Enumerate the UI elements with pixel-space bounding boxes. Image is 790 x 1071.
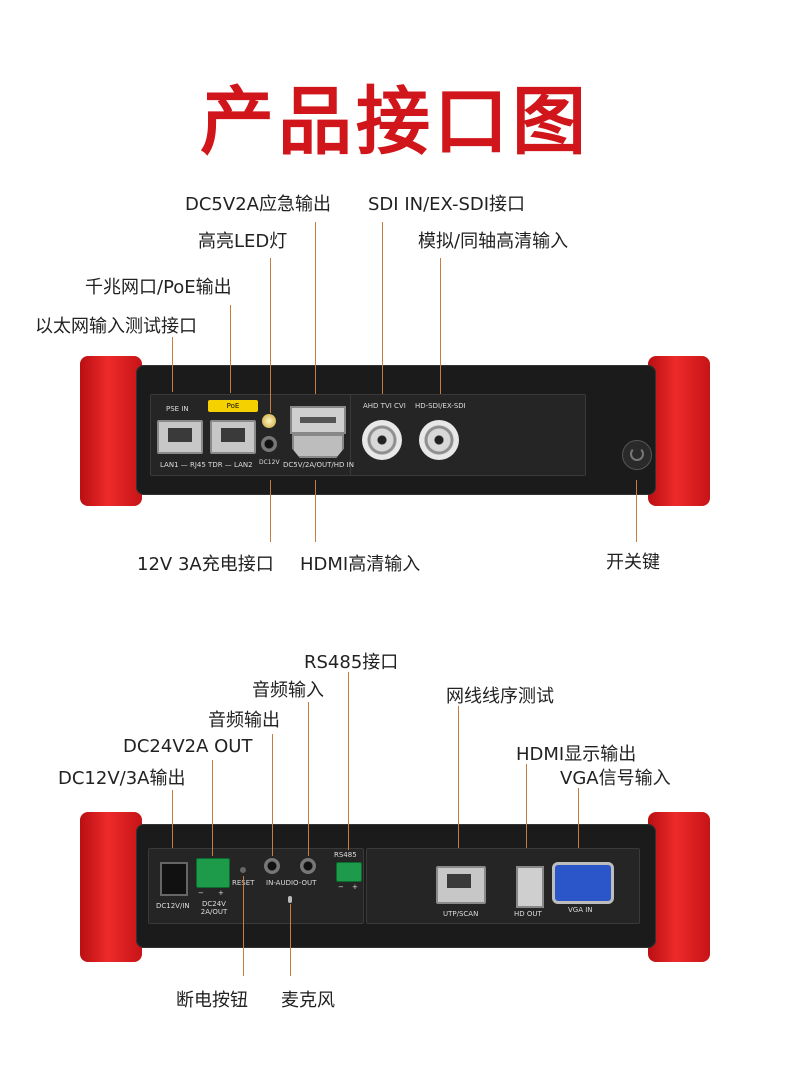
utp-scan-port[interactable]: [436, 866, 486, 904]
left-grip: [80, 356, 142, 506]
line-mic: [290, 904, 291, 976]
line-audio-out: [272, 734, 273, 856]
line-led: [270, 258, 271, 413]
rs485-minus: −: [338, 883, 344, 891]
callout-power: 开关键: [606, 552, 660, 573]
line-dc24v: [212, 760, 213, 856]
line-dc5v2a: [315, 222, 316, 394]
callout-mic: 麦克风: [281, 990, 335, 1011]
line-hdmi-out: [526, 764, 527, 848]
dc24v-plus: +: [218, 889, 224, 897]
callout-led: 高亮LED灯: [198, 231, 288, 252]
line-hd-coax: [440, 258, 441, 394]
right-grip-bottom: [648, 812, 710, 962]
callout-cable-test: 网线线序测试: [446, 686, 554, 707]
power-icon: [630, 447, 644, 461]
hd-out-label: HD OUT: [514, 910, 542, 918]
hd-out-port[interactable]: [516, 866, 544, 908]
callout-hdmi-out: HDMI显示输出: [516, 744, 637, 765]
callout-audio-out: 音频输出: [208, 710, 280, 731]
dc12v-in-label: DC12V/IN: [156, 902, 190, 910]
callout-vga-in: VGA信号输入: [560, 768, 671, 789]
line-power: [636, 480, 637, 542]
line-rs485: [348, 672, 349, 850]
bnc-sdi-port[interactable]: [419, 420, 459, 460]
lan1-port[interactable]: [157, 420, 203, 454]
audio-label: IN-AUDIO-OUT: [266, 879, 317, 887]
top-device: PSE IN PoE LAN1 — RJ45 TDR — LAN2 DC12V …: [80, 356, 710, 506]
reset-button[interactable]: [240, 867, 246, 873]
page-title: 产品接口图: [200, 79, 590, 165]
dc12v-label: DC12V: [259, 459, 280, 466]
line-charge: [270, 480, 271, 542]
mic-icon: [288, 896, 292, 903]
callout-ethernet: 以太网输入测试接口: [35, 316, 197, 337]
right-grip: [648, 356, 710, 506]
bnc-ahd-port[interactable]: [362, 420, 402, 460]
poe-label: PoE: [226, 402, 240, 410]
callout-hd-coax: 模拟/同轴高清输入: [418, 231, 569, 252]
rs485-terminal[interactable]: [336, 862, 362, 882]
line-ethernet: [172, 337, 173, 392]
vga-label: VGA IN: [568, 906, 593, 914]
line-dc12v-out: [172, 790, 173, 848]
line-audio-in: [308, 702, 309, 856]
rs485-label: RS485: [334, 851, 357, 859]
callout-audio-in: 音频输入: [252, 680, 324, 701]
audio-out-jack[interactable]: [264, 858, 280, 874]
dc24v-minus: −: [198, 889, 204, 897]
led-lamp: [262, 414, 276, 428]
left-grip-bottom: [80, 812, 142, 962]
vga-port[interactable]: [552, 862, 614, 904]
dc12v-jack[interactable]: [261, 436, 277, 452]
line-gigabit: [230, 305, 231, 393]
hdmi-in-port[interactable]: [292, 434, 344, 458]
line-cable-test: [458, 706, 459, 848]
callout-dc5v2a: DC5V2A应急输出: [185, 194, 331, 215]
callout-sdi: SDI IN/EX-SDI接口: [368, 194, 526, 215]
callout-dc12v-out: DC12V/3A输出: [58, 768, 186, 789]
line-vga-in: [578, 788, 579, 848]
poe-badge: PoE: [208, 400, 258, 412]
callout-gigabit: 千兆网口/PoE输出: [85, 277, 232, 298]
pse-in-label: PSE IN: [166, 405, 189, 413]
dc12v-in-jack[interactable]: [160, 862, 188, 896]
ahd-caption: AHD TVI CVI: [363, 402, 406, 410]
usb-port[interactable]: [290, 406, 346, 434]
callout-dc24v: DC24V2A OUT: [123, 736, 253, 757]
dc24v-terminal[interactable]: [196, 858, 230, 888]
hdsdi-caption: HD-SDI/EX-SDI: [415, 402, 466, 410]
callout-reset: 断电按钮: [176, 990, 248, 1011]
rs485-plus: +: [352, 883, 358, 891]
lan2-port[interactable]: [210, 420, 256, 454]
dc24v-out-label: DC24V 2A/OUT: [200, 900, 228, 916]
lan-caption: LAN1 — RJ45 TDR — LAN2: [160, 461, 253, 469]
line-sdi: [382, 222, 383, 394]
utp-label: UTP/SCAN: [443, 910, 479, 918]
dc-out-caption: DC5V/2A/OUT/HD IN: [283, 461, 354, 469]
line-hdmi-in: [315, 480, 316, 542]
callout-charge: 12V 3A充电接口: [137, 554, 274, 575]
callout-hdmi-in: HDMI高清输入: [300, 554, 421, 575]
callout-rs485: RS485接口: [304, 652, 399, 673]
line-reset: [243, 876, 244, 976]
audio-in-jack[interactable]: [300, 858, 316, 874]
